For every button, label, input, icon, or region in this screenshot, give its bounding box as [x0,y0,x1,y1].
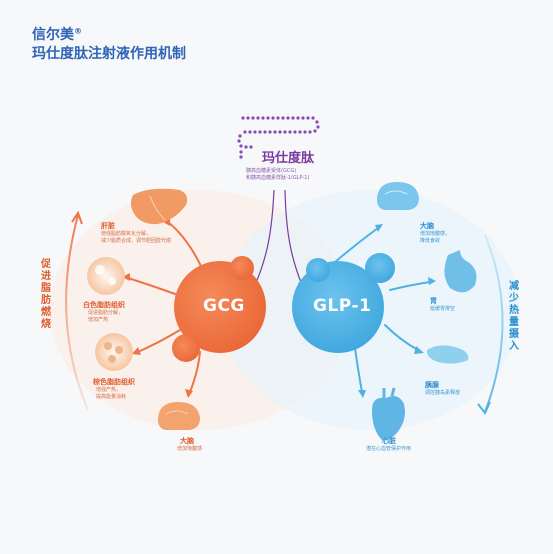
glp1-target-brain: 大脑 [420,222,434,230]
left-arc [65,214,89,411]
brand-title: 信尔美® [32,26,82,43]
glp1-target-heart: 心脏 [382,437,396,445]
drug-name: 玛仕度肽 [262,151,315,166]
glp1-label: GLP-1 [313,296,372,316]
gcg-target-brain: 大脑 [180,437,194,445]
page-subtitle: 玛仕度肽注射液作用机制 [32,46,186,62]
connector-to-gcg [254,189,275,286]
gcg-target-brown-fat: 棕色脂肪组织 [93,378,135,386]
glp1-target-brain-desc: 增加饱腹感， 降低食欲 [420,231,451,244]
right-side-label: 减少热量摄入 [509,281,519,352]
gcg-target-white-fat-desc: 促进脂肪分解， 增加产热 [88,310,124,323]
liver-icon [130,188,188,225]
pancreas-icon [426,345,469,364]
glp1-arrows [334,224,436,398]
brown-fat-icon [95,333,133,371]
gcg-label: GCG [203,296,245,316]
gcg-target-brown-fat-desc: 增强产热， 提高能量消耗 [96,387,127,400]
gcg-target-liver-desc: 增强脂肪酸氧化分解， 减少脂质合成，调节胆固醇代谢 [101,231,172,244]
connector-to-glp1 [284,189,303,286]
heart-icon [372,387,405,441]
glp1-target-stomach: 胃 [430,297,437,305]
glp1-target-pancreas-desc: 调控胰岛素释放 [425,390,461,396]
drug-description: 胰高血糖素受体(GCG) 和胰高血糖素样肽-1(GLP-1) [246,168,310,181]
glp1-node [292,253,395,353]
gcg-target-white-fat: 白色脂肪组织 [83,301,125,309]
white-fat-icon [87,257,125,295]
glp1-target-stomach-desc: 延缓胃排空 [430,306,456,312]
glp1-target-heart-desc: 潜在心血管保护作用 [366,446,412,452]
glp1-target-pancreas: 胰腺 [425,381,439,389]
brain-icon [377,182,419,210]
brain-icon [158,402,200,430]
right-arc [484,234,504,413]
left-side-label: 促进脂肪燃烧 [41,259,51,330]
gcg-node [172,256,266,362]
right-arc-arrowhead [477,401,491,415]
left-arc-arrowhead [71,210,83,225]
peptide-chain-icon [237,116,320,159]
gcg-target-liver: 肝脏 [101,222,115,230]
stomach-icon [444,250,477,293]
gcg-target-brain-desc: 增加饱腹感 [177,446,203,452]
